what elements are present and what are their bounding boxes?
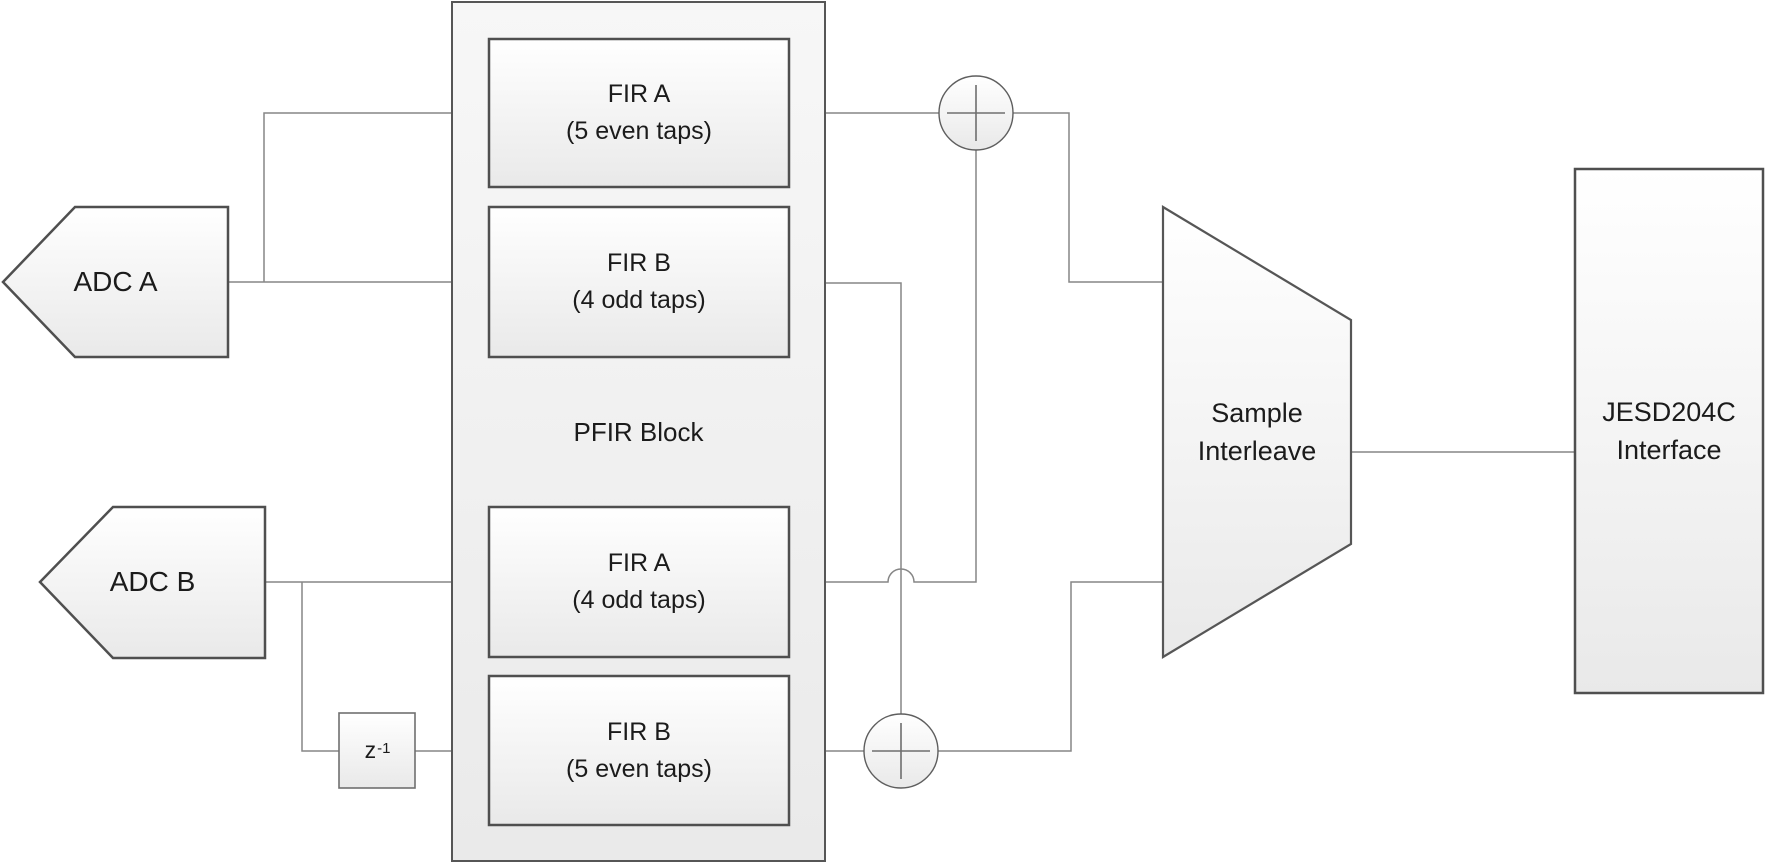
- fir-a-even-top-box: [487, 37, 791, 189]
- fir-boxes: [487, 37, 791, 827]
- fir-b-odd-top-box: [487, 205, 791, 359]
- wire-firb-odd-to-sum-bottom: [789, 282, 902, 714]
- connector-wires: [228, 112, 1575, 752]
- jesd204c-box: [1573, 167, 1765, 695]
- wire-fira-odd-to-sum-top: [789, 150, 977, 583]
- plus-circle-icon: [872, 85, 1005, 779]
- sum-top-plus-icon: [947, 85, 1005, 141]
- delay-z-box: [338, 712, 416, 789]
- wire-adcb-branch-to-delay: [301, 582, 339, 752]
- sum-bottom-plus-icon: [872, 723, 930, 779]
- wire-sum-bottom-to-interleave: [938, 581, 1163, 752]
- fir-b-even-bottom-box: [487, 674, 791, 827]
- adc-b-shape: [38, 505, 267, 660]
- wire-adca-branch-to-fira-even: [263, 112, 489, 282]
- adc-shapes: [1, 205, 267, 660]
- summing-junctions: [863, 75, 1014, 789]
- sample-interleave-shape: [1161, 205, 1353, 659]
- wire-sum-top-to-interleave: [1013, 112, 1163, 283]
- fir-a-odd-bottom-box: [487, 505, 791, 659]
- adc-a-shape: [1, 205, 230, 359]
